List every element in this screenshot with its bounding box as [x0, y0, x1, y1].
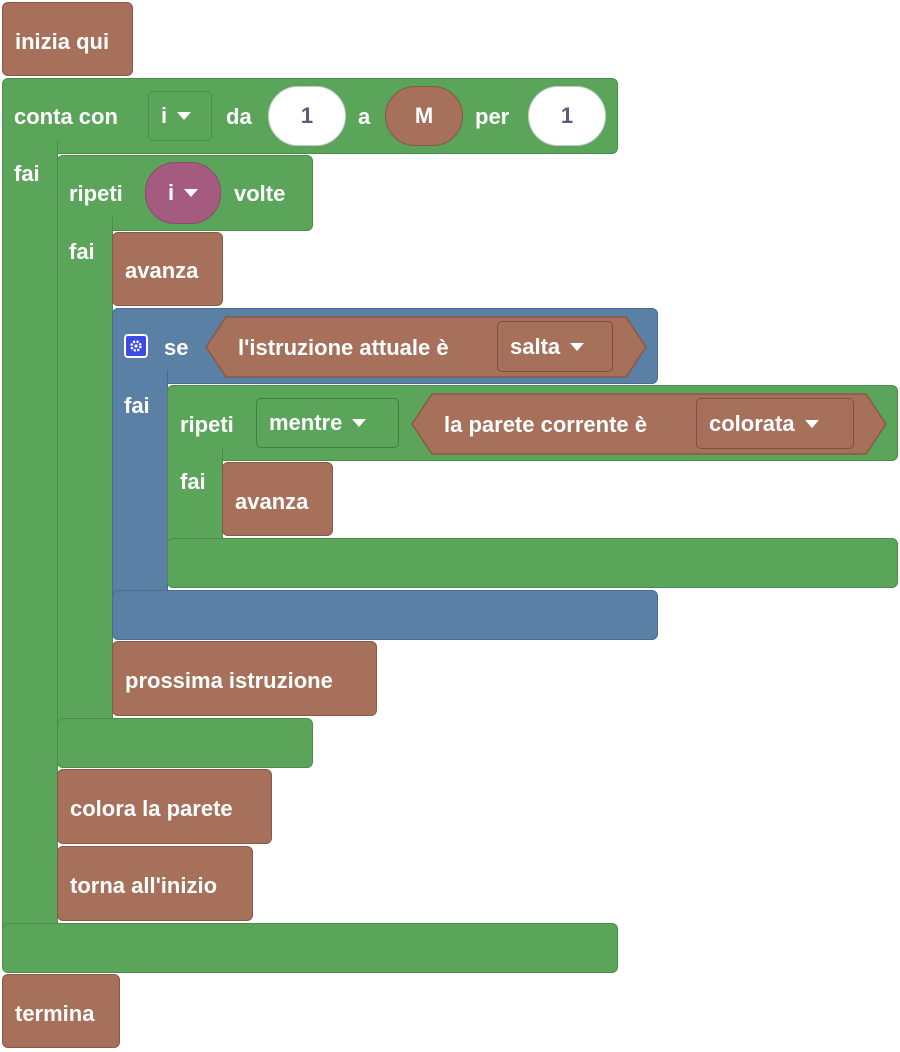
- if-condition-label: l'istruzione attuale è: [238, 335, 449, 360]
- dropdown-arrow-icon: [804, 419, 819, 428]
- while-mode-value: mentre: [269, 410, 343, 435]
- color-wall-block[interactable]: colora la parete: [57, 769, 272, 844]
- loop-from-label: da: [226, 104, 252, 129]
- count-loop-footer: [2, 923, 618, 973]
- repeat-do-label: fai: [69, 239, 95, 264]
- while-condition-dropdown[interactable]: colorata: [696, 398, 854, 449]
- start-label: inizia qui: [15, 29, 110, 54]
- color-wall-label: colora la parete: [70, 796, 233, 821]
- end-block[interactable]: termina: [2, 974, 120, 1048]
- while-do-label: fai: [180, 469, 206, 494]
- forward-inner-label: avanza: [235, 489, 309, 514]
- while-condition-label: la parete corrente è: [444, 412, 647, 437]
- dropdown-arrow-icon: [184, 189, 199, 197]
- repeat-var-value: i: [167, 180, 175, 205]
- start-block[interactable]: inizia qui: [2, 2, 133, 76]
- while-condition-value: colorata: [709, 410, 795, 436]
- loop-var-dropdown[interactable]: i: [148, 91, 212, 141]
- forward-block[interactable]: avanza: [112, 232, 223, 306]
- forward-label: avanza: [125, 258, 199, 283]
- while-label: ripeti: [180, 412, 234, 437]
- repeat-label: ripeti: [69, 181, 123, 206]
- loop-by-input[interactable]: 1: [528, 86, 606, 146]
- return-start-block[interactable]: torna all'inizio: [57, 846, 253, 921]
- loop-do-label: fai: [14, 161, 40, 186]
- if-condition-value: salta: [510, 333, 561, 359]
- repeat-var-dropdown[interactable]: i: [145, 162, 221, 224]
- gear-icon[interactable]: [124, 334, 148, 358]
- loop-to-label: a: [358, 104, 371, 129]
- if-label: se: [164, 335, 189, 360]
- if-block-footer: [112, 590, 658, 640]
- count-loop-label: conta con: [14, 104, 118, 129]
- dropdown-arrow-icon: [352, 419, 367, 427]
- dropdown-arrow-icon: [177, 112, 192, 120]
- repeat-block-arm: [57, 217, 113, 737]
- if-condition-dropdown[interactable]: salta: [497, 321, 613, 372]
- if-do-label: fai: [124, 393, 150, 418]
- forward-block-inner[interactable]: avanza: [222, 462, 333, 536]
- return-start-label: torna all'inizio: [70, 873, 218, 898]
- while-mode-dropdown[interactable]: mentre: [256, 398, 399, 448]
- next-instruction-label: prossima istruzione: [125, 668, 333, 693]
- count-loop-arm: [2, 140, 58, 940]
- repeat-block-footer: [57, 718, 313, 768]
- loop-var-value: i: [161, 103, 168, 128]
- end-label: termina: [15, 1001, 95, 1026]
- loop-by-label: per: [475, 104, 510, 129]
- dropdown-arrow-icon: [570, 342, 585, 351]
- next-instruction-block[interactable]: prossima istruzione: [112, 641, 377, 716]
- if-block-arm: [112, 370, 168, 610]
- loop-to-input[interactable]: M: [385, 86, 463, 146]
- while-block-footer: [167, 538, 898, 588]
- repeat-times-label: volte: [234, 181, 286, 206]
- loop-from-input[interactable]: 1: [268, 86, 346, 146]
